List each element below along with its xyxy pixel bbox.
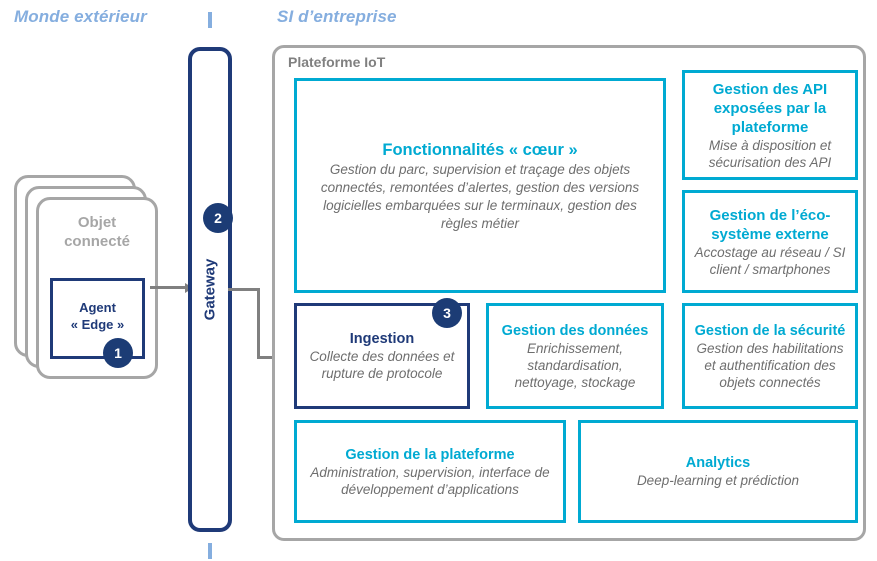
- agent-edge-label: Agent « Edge »: [50, 299, 145, 333]
- feature-desc-external-ecosystem: Accostage au réseau / SI client / smartp…: [694, 244, 846, 277]
- connector-agent-to-gateway: [150, 286, 193, 289]
- feature-box-platform-management[interactable]: Gestion de la plateforme Administration,…: [294, 420, 566, 523]
- feature-desc-api-management: Mise à disposition et sécurisation des A…: [708, 137, 832, 170]
- feature-title-security-management: Gestion de la sécurité: [694, 322, 846, 339]
- feature-box-data-management[interactable]: Gestion des données Enrichissement, stan…: [486, 303, 664, 409]
- step-badge-2: 2: [203, 203, 233, 233]
- feature-desc-platform-management: Administration, supervision, interface d…: [310, 464, 550, 497]
- boundary-divider-bottom-mark: [208, 543, 212, 559]
- connector-gateway-to-ingestion-segment2: [257, 288, 260, 358]
- feature-title-platform-management: Gestion de la plateforme: [345, 446, 515, 463]
- step-badge-1: 1: [103, 338, 133, 368]
- feature-desc-security-management: Gestion des habilitations et authentific…: [696, 340, 844, 390]
- feature-desc-core-functions: Gestion du parc, supervision et traçage …: [320, 161, 640, 231]
- connector-gateway-to-ingestion-segment1: [228, 288, 260, 291]
- feature-title-analytics: Analytics: [685, 455, 751, 471]
- boundary-divider-top-mark: [208, 12, 212, 28]
- step-badge-3: 3: [432, 298, 462, 328]
- gateway-label-wrapper: Gateway: [188, 47, 232, 532]
- feature-desc-analytics: Deep-learning et prédiction: [636, 473, 800, 488]
- feature-title-api-management: Gestion des API exposées par la platefor…: [712, 80, 828, 136]
- section-header-external-world: Monde extérieur: [14, 7, 147, 26]
- feature-box-analytics[interactable]: Analytics Deep-learning et prédiction: [578, 420, 858, 523]
- feature-title-core-functions: Fonctionnalités « cœur »: [382, 140, 578, 159]
- feature-desc-ingestion: Collecte des données et rupture de proto…: [309, 349, 455, 381]
- feature-box-external-ecosystem[interactable]: Gestion de l’éco-système externe Accosta…: [682, 190, 858, 293]
- feature-title-data-management: Gestion des données: [501, 322, 649, 339]
- feature-desc-data-management: Enrichissement, standardisation, nettoya…: [514, 340, 636, 390]
- gateway-label: Gateway: [201, 258, 219, 321]
- connected-object-label-line1: Objet: [77, 214, 117, 231]
- iot-platform-label: Plateforme IoT: [288, 54, 386, 70]
- feature-title-external-ecosystem: Gestion de l’éco-système externe: [709, 206, 831, 243]
- section-header-enterprise-is: SI d’entreprise: [277, 7, 397, 26]
- agent-edge-label-line1: Agent: [79, 300, 116, 315]
- connected-object-label-line2: connecté: [64, 233, 130, 250]
- feature-box-api-management[interactable]: Gestion des API exposées par la platefor…: [682, 70, 858, 180]
- feature-box-core-functions[interactable]: Fonctionnalités « cœur » Gestion du parc…: [294, 78, 666, 293]
- connected-object-label: Objet connecté: [36, 213, 158, 251]
- feature-title-ingestion: Ingestion: [349, 331, 415, 347]
- feature-box-security-management[interactable]: Gestion de la sécurité Gestion des habil…: [682, 303, 858, 409]
- agent-edge-label-line2: « Edge »: [70, 317, 125, 332]
